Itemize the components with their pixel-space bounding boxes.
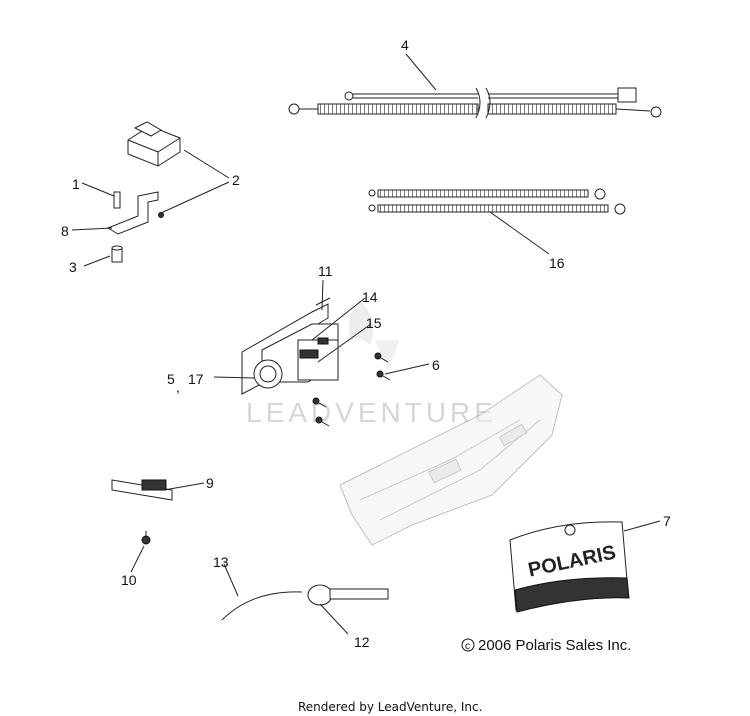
callout-comma: , — [176, 379, 180, 395]
callout-13: 13 — [213, 554, 229, 570]
decal-part-7: POLARIS — [509, 521, 630, 613]
copyright-symbol: c — [465, 641, 470, 652]
front-fascia — [339, 374, 563, 546]
bracket-parts-1-3-8 — [106, 191, 159, 263]
screw-part-10 — [141, 531, 151, 545]
callout-16: 16 — [549, 255, 565, 271]
callout-8: 8 — [61, 223, 69, 239]
callout-11: 11 — [318, 263, 333, 279]
watermark-logo — [348, 300, 400, 370]
cable-part-16 — [368, 188, 626, 215]
leader-lines — [71, 53, 661, 635]
callout-14: 14 — [362, 289, 378, 305]
callout-10: 10 — [121, 572, 137, 588]
callout-1: 1 — [72, 176, 80, 192]
copyright-text: 2006 Polaris Sales Inc. — [478, 637, 631, 654]
callout-6: 6 — [432, 357, 440, 373]
copyright-notice: c 2006 Polaris Sales Inc. — [461, 637, 631, 654]
cable-part-4 — [288, 87, 662, 119]
wire-part-13-12 — [221, 584, 389, 621]
watermark-text: LEADVENTURE — [246, 397, 497, 428]
footer-text: Rendered by LeadVenture, Inc. — [298, 700, 482, 714]
relay-part-2 — [127, 121, 181, 218]
callout-7: 7 — [663, 513, 671, 529]
callout-4: 4 — [401, 37, 409, 53]
screws-part-6 — [312, 352, 391, 427]
callout-12: 12 — [354, 634, 370, 650]
callout-9: 9 — [206, 475, 214, 491]
callout-5: 5 — [167, 371, 175, 387]
callout-17: 17 — [188, 371, 204, 387]
callout-3: 3 — [69, 259, 77, 275]
callout-15: 15 — [366, 315, 382, 331]
headlight-assembly — [241, 297, 339, 395]
switch-part-9 — [111, 479, 173, 501]
callout-2: 2 — [232, 172, 240, 188]
